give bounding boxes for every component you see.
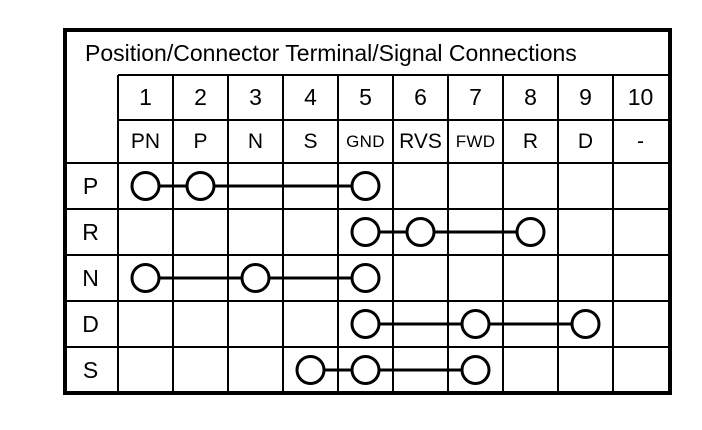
terminal-number: 7 — [469, 84, 482, 110]
terminal-circle — [350, 355, 381, 385]
terminal-number: 9 — [579, 84, 592, 110]
signal-label: PN — [130, 129, 161, 153]
terminal-circle — [350, 263, 381, 293]
signal-label: N — [247, 129, 264, 153]
signal-label: P — [193, 129, 208, 153]
terminal-circle — [405, 217, 436, 247]
terminal-circle — [295, 355, 326, 385]
terminal-circle — [350, 309, 381, 339]
terminal-circle — [460, 309, 491, 339]
position-label: R — [82, 218, 99, 245]
signal-label: - — [637, 129, 644, 153]
diagram-title: Position/Connector Terminal/Signal Conne… — [85, 40, 577, 66]
connection-grid — [63, 28, 672, 395]
terminal-number: 8 — [524, 84, 537, 110]
terminal-circle — [460, 355, 491, 385]
table-outer-border — [63, 28, 672, 395]
position-label: P — [82, 172, 99, 199]
signal-label: R — [522, 129, 539, 153]
terminal-circle — [570, 309, 601, 339]
terminal-number: 2 — [194, 84, 207, 110]
terminal-number: 1 — [139, 84, 152, 110]
terminal-circle — [350, 171, 381, 201]
terminal-circle — [130, 263, 161, 293]
connection-table: Position/Connector Terminal/Signal Conne… — [63, 28, 672, 395]
signal-label: GND — [346, 131, 385, 151]
terminal-circle — [240, 263, 271, 293]
terminal-circle — [185, 171, 216, 201]
terminal-number: 4 — [304, 84, 317, 110]
terminal-number: 6 — [414, 84, 427, 110]
terminal-circle — [130, 171, 161, 201]
signal-label: D — [577, 129, 594, 153]
terminal-number: 3 — [249, 84, 262, 110]
signal-label: S — [303, 129, 318, 153]
position-label: D — [82, 310, 99, 337]
terminal-circle — [350, 217, 381, 247]
position-label: S — [82, 356, 99, 383]
position-label: N — [82, 264, 99, 291]
terminal-circle — [515, 217, 546, 247]
terminal-number: 5 — [359, 84, 372, 110]
signal-label: RVS — [399, 129, 442, 153]
signal-label: FWD — [455, 131, 496, 151]
terminal-number: 10 — [627, 84, 654, 110]
